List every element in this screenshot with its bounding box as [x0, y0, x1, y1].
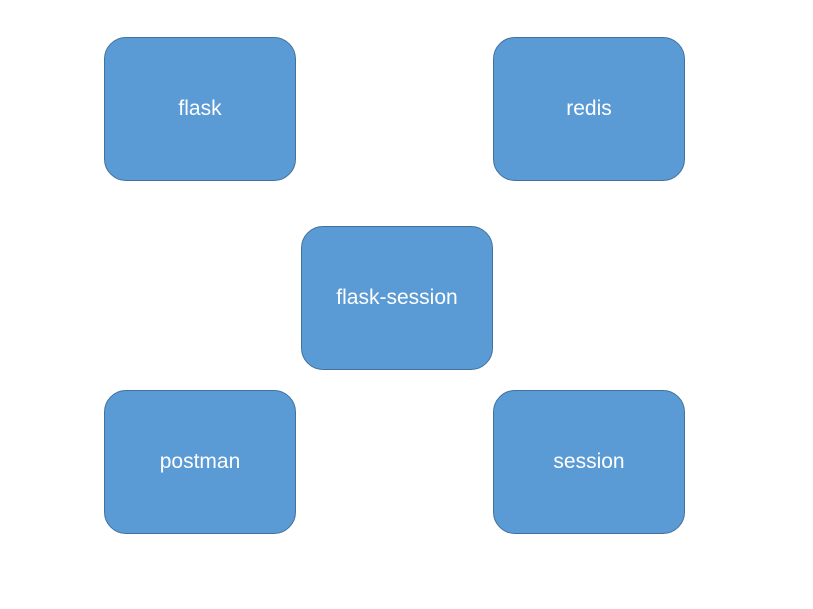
- redis-node: redis: [493, 37, 685, 181]
- flask-session-node: flask-session: [301, 226, 493, 370]
- flask-node: flask: [104, 37, 296, 181]
- flask-session-node-label: flask-session: [336, 286, 458, 309]
- redis-node-label: redis: [566, 97, 612, 120]
- flask-node-label: flask: [178, 97, 222, 120]
- postman-node-label: postman: [159, 450, 241, 473]
- postman-node: postman: [104, 390, 296, 534]
- session-node-label: session: [553, 450, 625, 473]
- session-node: session: [493, 390, 685, 534]
